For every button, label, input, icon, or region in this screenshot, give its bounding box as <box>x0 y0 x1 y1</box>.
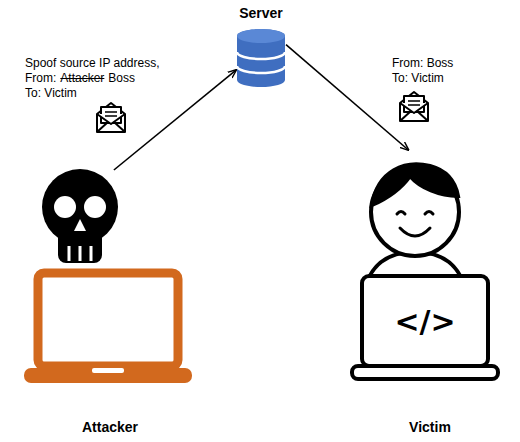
laptop-icon <box>352 276 498 379</box>
annotation-text: From: <box>25 71 56 86</box>
skull-icon <box>42 169 118 263</box>
annotation-line: To: Victim <box>25 86 164 101</box>
struck-text: Attacker <box>60 71 104 86</box>
arrow-annotation: Spoof source IP address,From: Attacker Bos… <box>25 56 164 101</box>
message-arrow <box>114 70 236 170</box>
actor-label: Server <box>236 5 286 21</box>
envelope-icon <box>400 92 428 121</box>
laptop-icon <box>24 273 192 383</box>
annotation-text: Boss <box>108 71 135 86</box>
annotation-line: From: Boss <box>392 56 457 71</box>
annotation-line: Spoof source IP address, <box>25 56 164 71</box>
annotation-text: Spoof source IP address, <box>25 56 160 71</box>
database-icon <box>237 29 285 87</box>
annotation-line: To: Victim <box>392 71 457 86</box>
annotation-text: To: Victim <box>25 86 77 101</box>
annotation-text: From: Boss <box>392 56 453 71</box>
message-arrow <box>286 45 408 150</box>
actor-node: Victim <box>350 150 510 435</box>
actor-node: Server <box>236 5 286 88</box>
annotation-line: From: Attacker Boss <box>25 71 164 86</box>
arrow-annotation: From: BossTo: Victim <box>392 56 457 86</box>
envelope-icon <box>97 103 125 132</box>
actor-label: Victim <box>350 419 510 435</box>
actor-label: Attacker <box>30 419 190 435</box>
code-symbol: </> <box>394 304 455 339</box>
annotation-text: To: Victim <box>392 71 444 86</box>
actor-node: Attacker <box>30 170 190 435</box>
